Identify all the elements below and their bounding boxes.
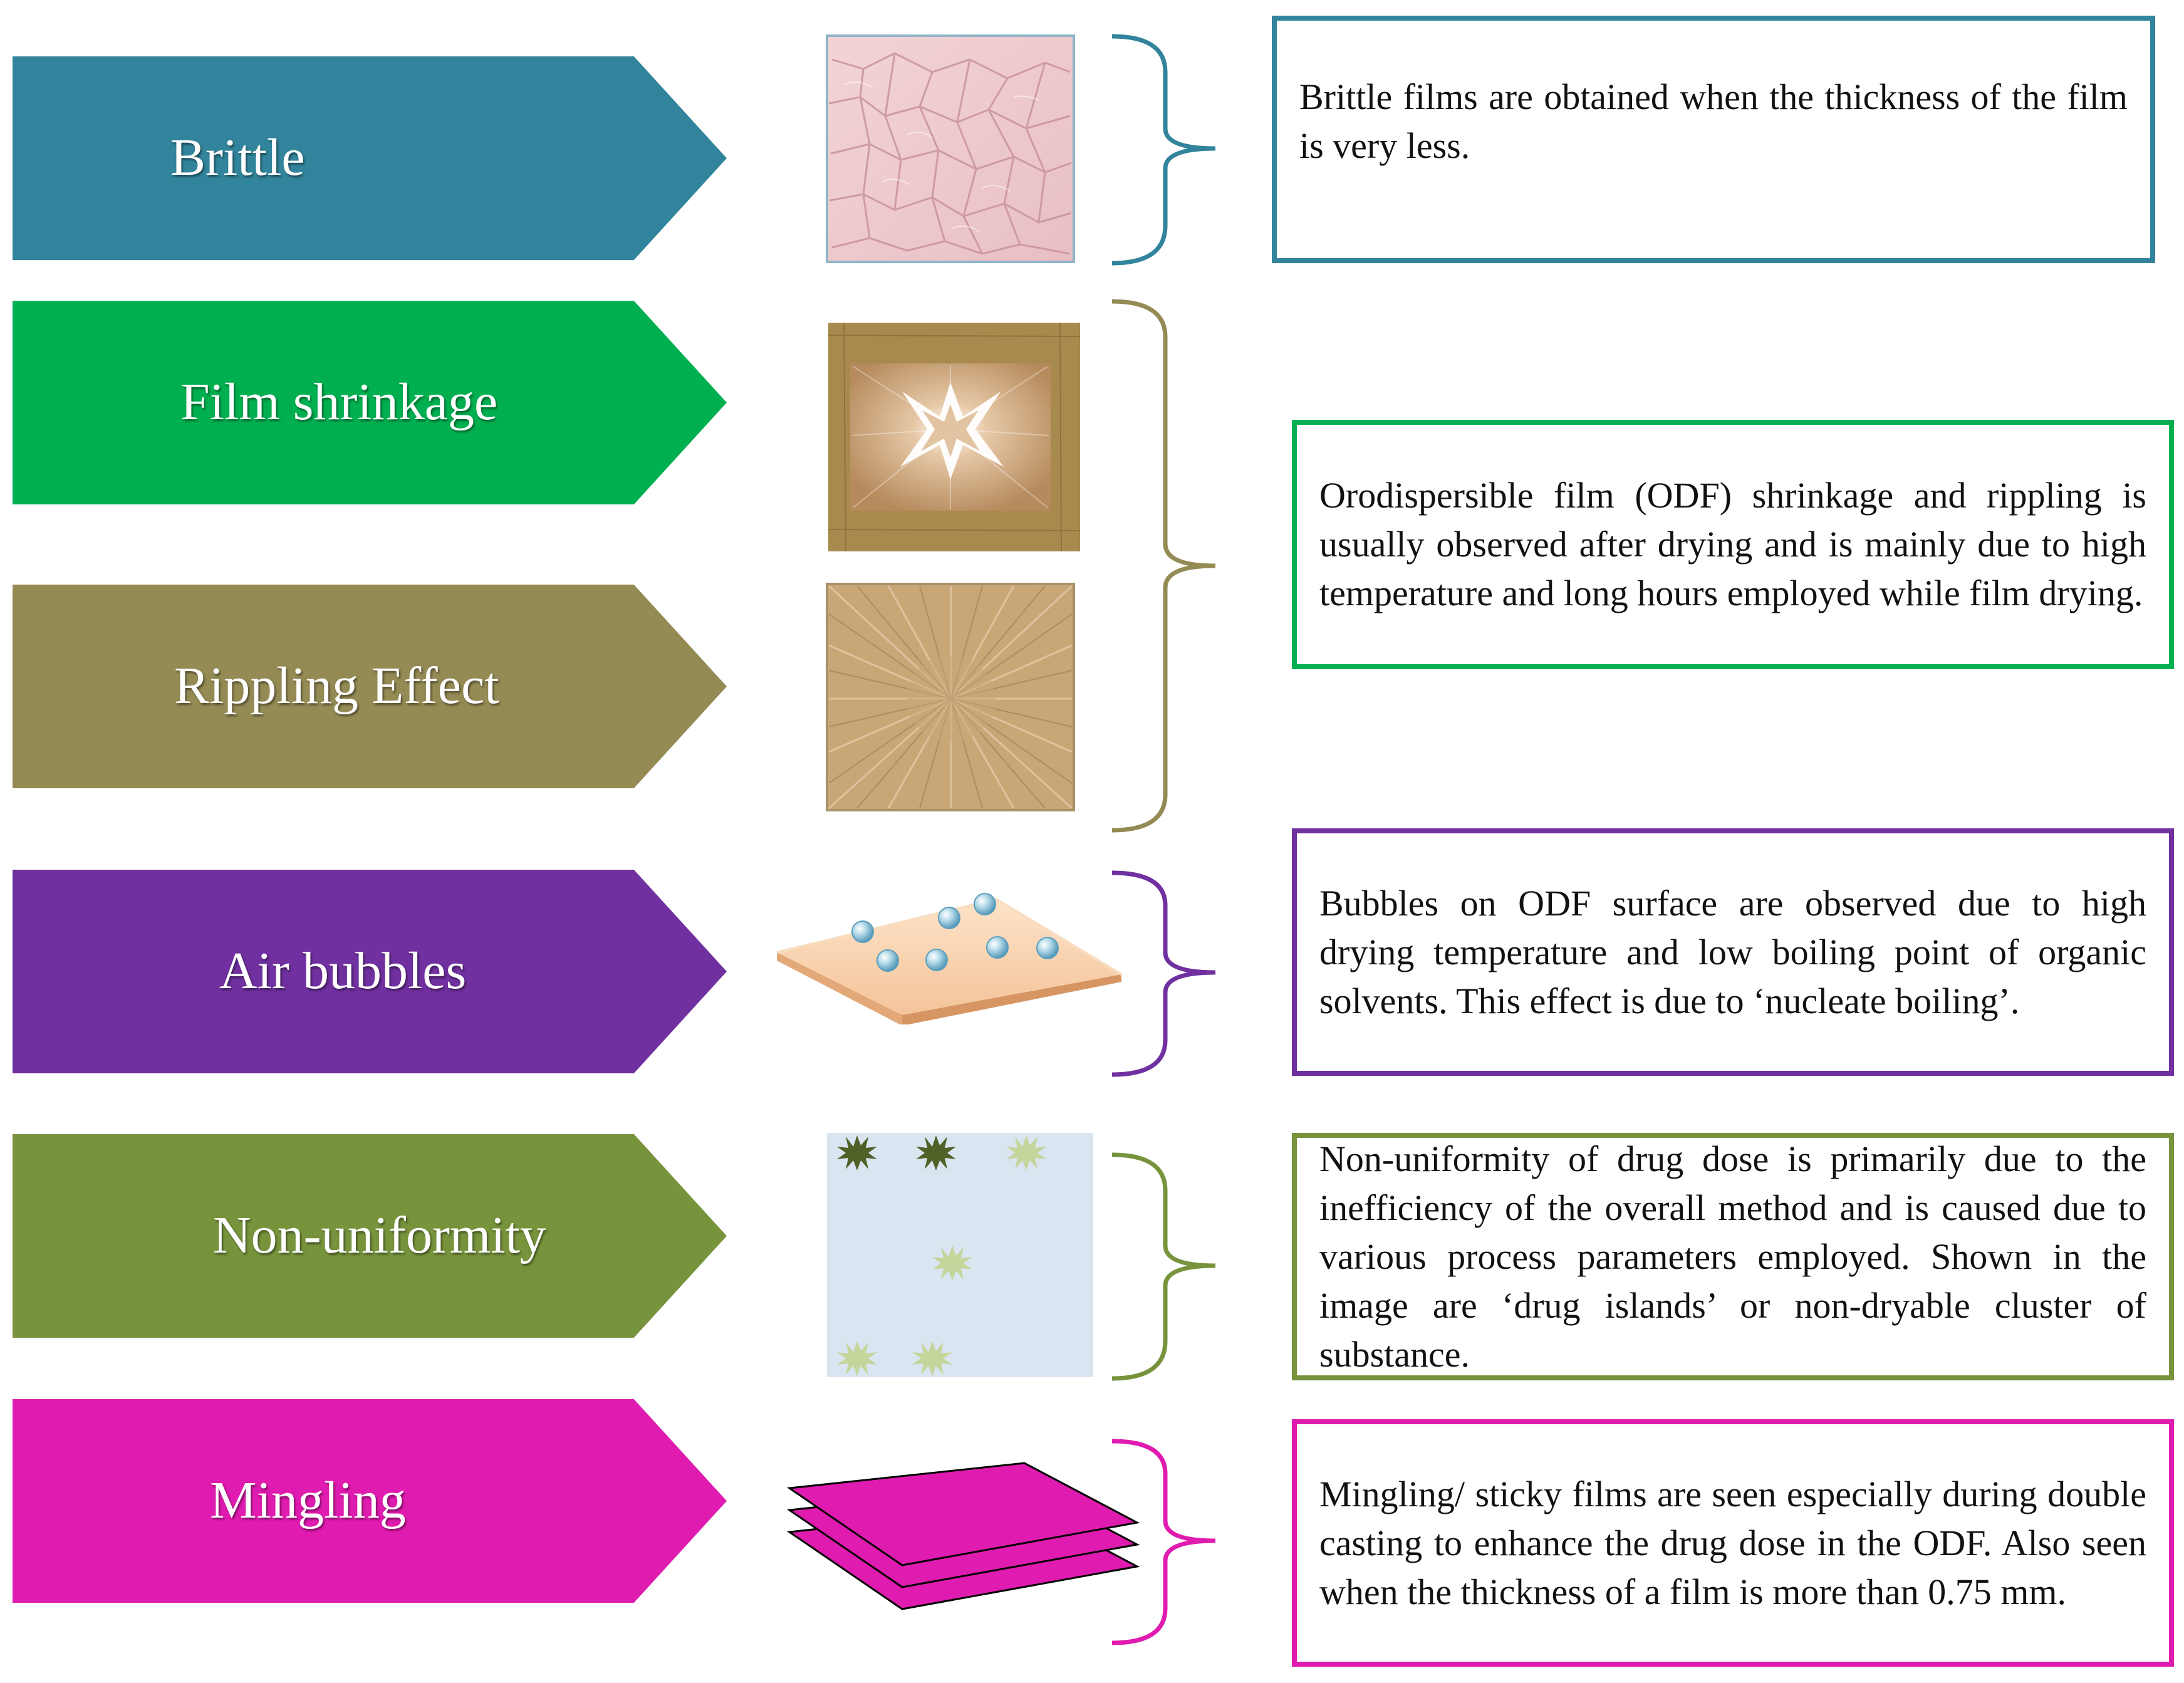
- arrow-brittle: Brittle: [13, 56, 727, 260]
- label-film-shrinkage: Film shrinkage: [180, 373, 498, 431]
- brittle-film-image: [826, 34, 1075, 263]
- label-non-uniformity: Non-uniformity: [213, 1206, 546, 1264]
- film-shrinkage-image: [828, 323, 1080, 551]
- brace-shrinkage-rippling: [1111, 299, 1216, 833]
- label-rippling-effect: Rippling Effect: [174, 657, 499, 715]
- arrow-film-shrinkage: Film shrinkage: [13, 301, 727, 504]
- desc-air-bubbles-text: Bubbles on ODF surface are observed due …: [1319, 882, 2146, 1021]
- desc-mingling: Mingling/ sticky films are seen especial…: [1292, 1419, 2174, 1667]
- desc-shrinkage-rippling: Orodispersible film (ODF) shrinkage and …: [1292, 420, 2174, 669]
- brace-mingling: [1111, 1439, 1216, 1645]
- air-bubbles-image: [776, 893, 1123, 1024]
- brace-air-bubbles: [1111, 870, 1216, 1077]
- rippling-effect-image: [826, 583, 1075, 811]
- label-air-bubbles: Air bubbles: [219, 942, 467, 1000]
- arrow-mingling: Mingling: [13, 1399, 727, 1603]
- desc-shrinkage-rippling-text: Orodispersible film (ODF) shrinkage and …: [1319, 475, 2146, 613]
- arrow-rippling-effect: Rippling Effect: [13, 585, 727, 788]
- non-uniformity-image: [827, 1133, 1093, 1377]
- label-brittle: Brittle: [170, 128, 305, 187]
- desc-non-uniformity: Non-uniformity of drug dose is primarily…: [1292, 1133, 2174, 1380]
- desc-brittle: Brittle films are obtained when the thic…: [1272, 16, 2155, 263]
- arrow-air-bubbles: Air bubbles: [13, 870, 727, 1073]
- label-mingling: Mingling: [210, 1471, 406, 1529]
- desc-air-bubbles: Bubbles on ODF surface are observed due …: [1292, 828, 2174, 1076]
- mingling-sheets-image: [786, 1462, 1140, 1610]
- brace-brittle: [1111, 34, 1216, 266]
- desc-brittle-text: Brittle films are obtained when the thic…: [1299, 76, 2128, 166]
- desc-mingling-text: Mingling/ sticky films are seen especial…: [1319, 1473, 2146, 1612]
- brace-non-uniformity: [1111, 1152, 1216, 1381]
- desc-non-uniformity-text: Non-uniformity of drug dose is primarily…: [1319, 1138, 2146, 1375]
- arrow-non-uniformity: Non-uniformity: [13, 1134, 727, 1338]
